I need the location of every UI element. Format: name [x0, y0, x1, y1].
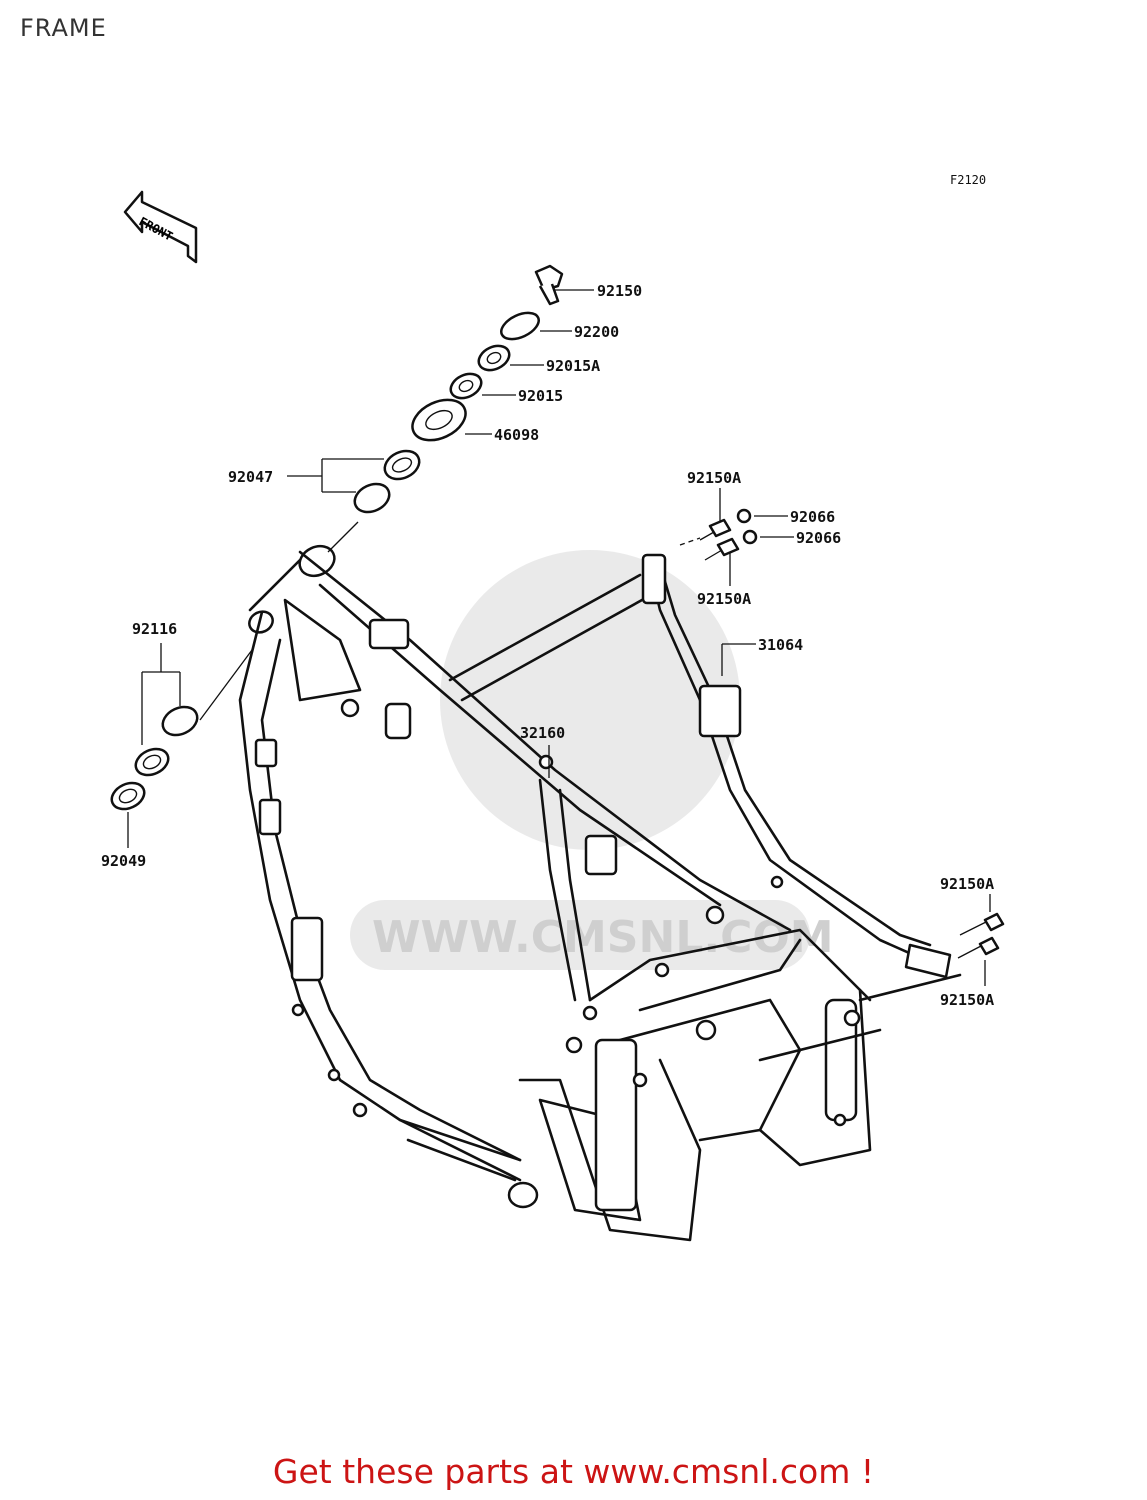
part-label: 31064 — [758, 636, 803, 654]
leader-lines — [127, 289, 991, 986]
get-parts-link[interactable]: Get these parts at www.cmsnl.com ! — [272, 1452, 875, 1491]
part-label: 92066 — [796, 529, 841, 547]
part-label: 92116 — [132, 620, 177, 638]
part-labels: 92150 92200 92015A 92015 46098 92047 921… — [101, 282, 994, 1009]
part-label: 92049 — [101, 852, 146, 870]
front-arrow-icon: FRONT — [123, 190, 198, 264]
part-label: 92200 — [574, 323, 619, 341]
part-label: 92150A — [940, 991, 994, 1009]
part-label: 92150A — [697, 590, 751, 608]
bolt-group-bottom — [957, 912, 1005, 959]
part-label: 92150A — [687, 469, 741, 487]
bolt-group-top — [679, 508, 758, 561]
diagram-code: F2120 — [950, 173, 986, 187]
steering-stack — [110, 264, 564, 811]
part-label: 92150 — [597, 282, 642, 300]
part-label: 92047 — [228, 468, 273, 486]
part-label: 92066 — [790, 508, 835, 526]
part-label: 92015 — [518, 387, 563, 405]
watermark: WWW.CMSNL.COM — [350, 550, 834, 970]
part-label: 92150A — [940, 875, 994, 893]
page-title: FRAME — [20, 14, 107, 42]
part-label: 32160 — [520, 724, 565, 742]
frame-body — [238, 544, 962, 1242]
part-label: 92015A — [546, 357, 600, 375]
part-label: 46098 — [494, 426, 539, 444]
